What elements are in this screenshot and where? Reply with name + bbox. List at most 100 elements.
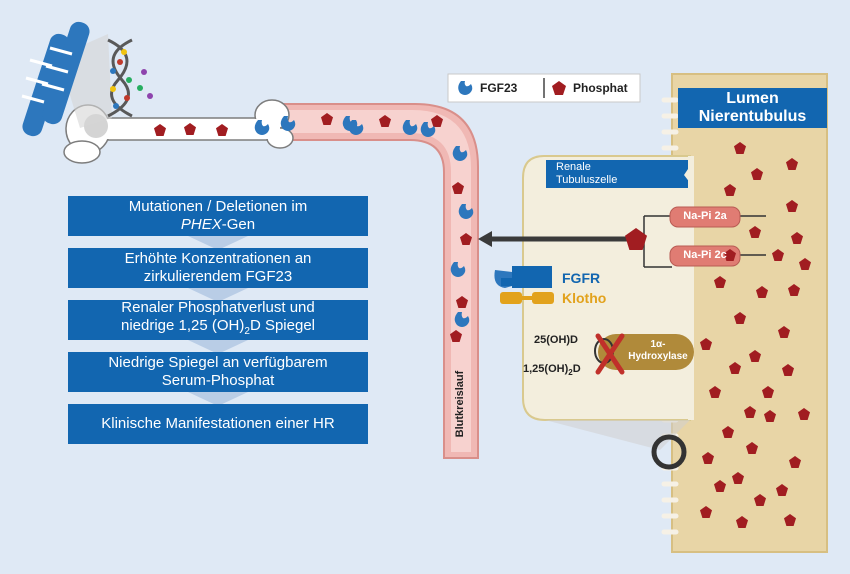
phosphate-icon: [789, 456, 801, 468]
phosphate-icon: [216, 124, 228, 136]
phosphate-icon: [552, 81, 566, 95]
flow-step-2: Erhöhte Konzentrationen an zirkulierende…: [68, 248, 368, 288]
legend-fgf23-label: FGF23: [480, 81, 518, 95]
flow-step-3-line1: Renaler Phosphatverlust und: [121, 299, 315, 316]
fgf23-molecules: [254, 116, 474, 327]
transporter-napi2c: [669, 245, 741, 267]
legend-phosphat: Phosphat: [551, 78, 628, 98]
hydroxylase-label: 1α- Hydroxylase: [624, 339, 692, 363]
vessel-label: Blutkreislauf: [454, 370, 466, 438]
phosphate-icon: [734, 312, 746, 324]
phosphate-icon: [791, 232, 803, 244]
vitamin-substrate-label: 25(OH)D: [534, 334, 579, 346]
phosphate-icon: [762, 386, 774, 398]
phosphate-icon: [756, 286, 768, 298]
flow-step-3-post: D Spiegel: [249, 317, 315, 334]
phosphate-icon: [749, 226, 761, 238]
phosphate-icon: [772, 249, 784, 261]
cell-lumen-edge: [688, 156, 694, 420]
hydroxylase-line2: Hydroxylase: [628, 351, 688, 362]
magnifier-ring-icon: [651, 434, 687, 470]
fgf23-icon: [280, 116, 296, 131]
phosphate-icon: [776, 484, 788, 496]
flow-step-3-pre: niedrige 1,25 (OH): [120, 317, 245, 334]
flow-arrow-1: [188, 236, 248, 250]
phosphate-icon: [754, 494, 766, 506]
lumen-header: [678, 88, 827, 128]
phosphate-icon: [702, 452, 714, 464]
legend-fgf23: FGF23: [456, 78, 517, 98]
phosphate-icon: [778, 326, 790, 338]
fgf23-icon: [452, 146, 468, 161]
flow-arrow-4: [188, 392, 248, 406]
phosphate-icon: [749, 350, 761, 362]
legend-phosphat-label: Phosphat: [573, 81, 628, 95]
flow-step-1-line2: PHEX-Gen: [68, 216, 368, 234]
fgf23-icon: [454, 312, 470, 327]
phosphate-icon: [700, 506, 712, 518]
dna-icon: [107, 38, 153, 118]
phosphate-icon: [700, 338, 712, 350]
phosphate-icon: [154, 124, 166, 136]
phosphate-icon: [799, 258, 811, 270]
flow-arrow-2: [188, 288, 248, 302]
flow-step-2-line2: zirkulierendem FGF23: [143, 268, 293, 285]
cell-title: Renale Tubuluszelle: [556, 161, 617, 187]
cross-icon: [595, 333, 625, 375]
flow-step-1: Mutationen / Deletionen im PHEX-Gen: [68, 196, 368, 236]
phosphate-icon: [452, 182, 464, 194]
flow-step-4-line1: Niedrige Spiegel an verfügbarem: [108, 354, 328, 371]
phosphate-icon: [379, 115, 391, 127]
flow-step-1-line1: Mutationen / Deletionen im: [128, 198, 308, 215]
phosphate-icon: [736, 516, 748, 528]
flow-step-5: Klinische Manifestationen einer HR: [68, 404, 368, 444]
phosphate-icon: [729, 362, 741, 374]
transporter-napi2a: [669, 206, 741, 228]
phosphate-icon: [450, 330, 462, 342]
phosphate-icon: [625, 228, 647, 250]
fgf23-icon: [458, 81, 473, 95]
lumen-region: [671, 73, 828, 553]
cell-title-line1: Renale: [556, 161, 591, 173]
phosphate-icon: [321, 113, 333, 125]
flow-step-4: Niedrige Spiegel an verfügbarem Serum-Ph…: [68, 352, 368, 392]
vitamin-product-sub: 2: [568, 368, 573, 378]
fgf23-icon: [458, 204, 474, 219]
phosphate-icon: [764, 410, 776, 422]
phosphate-icon: [431, 115, 443, 127]
fgfr-label: FGFR: [562, 270, 601, 286]
phosphate-icon: [709, 386, 721, 398]
transporter-napi2a-label: Na-Pi 2a: [683, 210, 727, 222]
hydroxylase-line1: 1α-: [650, 339, 666, 350]
flow-step-3-line2: niedrige 1,25 (OH)2D Spiegel: [68, 317, 368, 341]
fgf23-icon: [254, 120, 270, 135]
flow-arrow-3: [188, 340, 248, 354]
phosphate-icon: [798, 408, 810, 420]
flow-step-3-sub: 2: [244, 326, 250, 337]
magnifier-beam: [545, 420, 690, 450]
lumen-title-line2: Nierentubulus: [698, 108, 807, 125]
phosphate-icon: [722, 426, 734, 438]
flow-step-3: Renaler Phosphatverlust und niedrige 1,2…: [68, 299, 368, 341]
chromosome-icon: [21, 21, 90, 137]
vitamin-product-end: D: [572, 363, 581, 375]
phosphate-icon: [724, 249, 736, 261]
cell-label-box: [546, 160, 694, 188]
flow-step-1-gene-suffix: -Gen: [221, 216, 256, 233]
phosphate-icon: [786, 158, 798, 170]
lumen-title-line1: Lumen: [726, 90, 779, 107]
phosphate-icon: [734, 142, 746, 154]
phosphate-icon: [714, 276, 726, 288]
phosphate-icon: [782, 364, 794, 376]
flow-step-1-gene: PHEX: [180, 216, 222, 233]
phosphate-molecules: [154, 113, 811, 528]
phosphate-icon: [456, 296, 468, 308]
flow-step-5-line1: Klinische Manifestationen einer HR: [101, 415, 335, 432]
phosphate-icon: [732, 472, 744, 484]
hydroxylase-enzyme: [598, 334, 694, 370]
klotho-label: Klotho: [562, 290, 607, 306]
cell-title-line2: Tubuluszelle: [556, 174, 618, 186]
phosphate-icon: [784, 514, 796, 526]
